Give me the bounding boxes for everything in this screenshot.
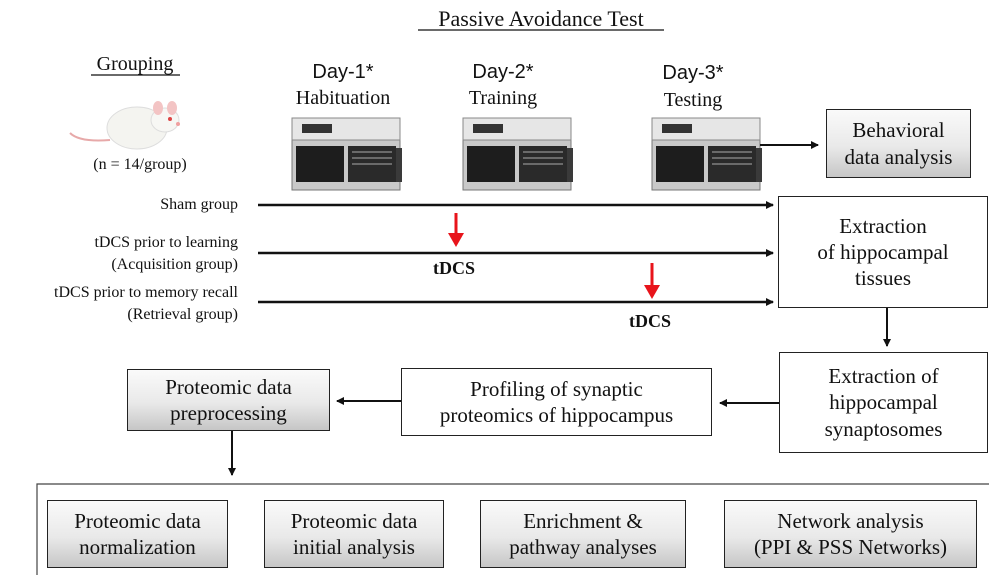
- profiling-line-1: Profiling of synaptic: [470, 376, 643, 401]
- preprocessing-box: Proteomic data preprocessing: [127, 369, 330, 431]
- enrichment-box: Enrichment & pathway analyses: [480, 500, 686, 568]
- network-line-2: (PPI & PSS Networks): [753, 535, 948, 559]
- tissue-extraction-box: Extraction of hippocampal tissues: [778, 196, 988, 308]
- preprocessing-line-2: preprocessing: [170, 401, 287, 425]
- profiling-box: Profiling of synaptic proteomics of hipp…: [401, 368, 712, 436]
- initial-analysis-box: Proteomic data initial analysis: [264, 500, 444, 568]
- apparatus-day3-image: [651, 117, 762, 191]
- behavioral-analysis-box: Behavioral data analysis: [826, 109, 971, 178]
- group-size-label: (n = 14/group): [93, 156, 187, 173]
- acquisition-group-sublabel: (Acquisition group): [111, 256, 238, 273]
- behavioral-line-2: data analysis: [844, 144, 953, 169]
- enrichment-line-1: Enrichment &: [523, 508, 643, 533]
- apparatus-day1-image: [291, 117, 402, 191]
- day1-label: Day-1*: [312, 61, 374, 83]
- network-line-1: Network analysis: [777, 508, 924, 533]
- synaptosome-line-3: synaptosomes: [824, 416, 943, 441]
- day2-label: Day-2*: [472, 61, 534, 83]
- tdcs-arrow-day3: [644, 263, 660, 299]
- initial-analysis-line-1: Proteomic data: [290, 508, 418, 533]
- day1-phase: Habituation: [295, 87, 391, 109]
- behavioral-line-1: Behavioral: [852, 118, 945, 143]
- sham-group-label: Sham group: [160, 196, 238, 213]
- preprocessing-line-1: Proteomic data: [165, 374, 292, 399]
- rat-image: [69, 101, 180, 150]
- normalization-line-2: normalization: [79, 535, 196, 559]
- tdcs-label-day2: tDCS: [432, 258, 476, 278]
- profiling-line-2: proteomics of hippocampus: [439, 403, 674, 427]
- normalization-box: Proteomic data normalization: [47, 500, 228, 568]
- synaptosome-line-1: Extraction of: [828, 364, 939, 389]
- retrieval-group-sublabel: (Retrieval group): [127, 306, 238, 323]
- day2-phase: Training: [468, 87, 538, 109]
- tissue-line-3: tissues: [854, 266, 911, 291]
- network-analysis-box: Network analysis (PPI & PSS Networks): [724, 500, 977, 568]
- initial-analysis-line-2: initial analysis: [293, 535, 415, 559]
- apparatus-day2-image: [462, 117, 573, 191]
- synaptosome-line-2: hippocampal: [829, 390, 938, 415]
- grouping-heading: Grouping: [96, 53, 174, 75]
- tissue-line-2: of hippocampal: [817, 239, 949, 264]
- analysis-panel-border: [36, 483, 989, 575]
- tdcs-label-day3: tDCS: [628, 311, 672, 331]
- retrieval-group-label: tDCS prior to memory recall: [54, 284, 238, 301]
- enrichment-line-2: pathway analyses: [509, 535, 657, 559]
- day3-label: Day-3*: [662, 62, 724, 84]
- diagram-title: Passive Avoidance Test: [438, 6, 644, 31]
- normalization-line-1: Proteomic data: [74, 508, 201, 533]
- tissue-line-1: Extraction: [839, 213, 927, 238]
- acquisition-group-label: tDCS prior to learning: [94, 234, 238, 251]
- day3-phase: Testing: [663, 89, 723, 111]
- synaptosome-extraction-box: Extraction of hippocampal synaptosomes: [779, 352, 988, 453]
- tdcs-arrow-day2: [448, 213, 464, 247]
